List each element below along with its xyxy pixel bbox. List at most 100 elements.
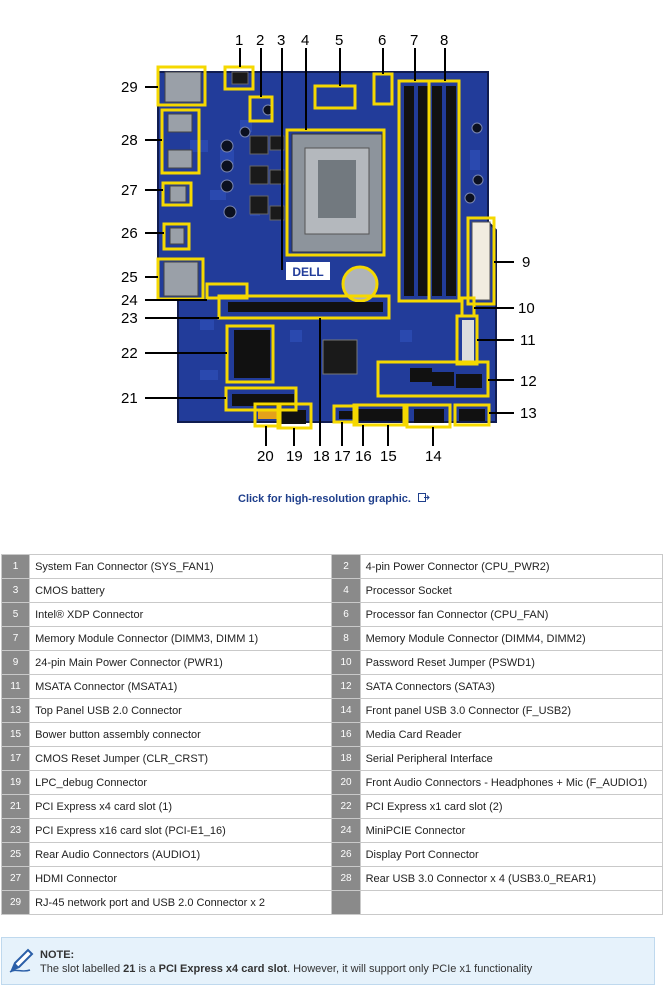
component-description: Memory Module Connector (DIMM4, DIMM2) <box>359 626 664 651</box>
callout-2: 2 <box>256 32 265 49</box>
component-number: 9 <box>0 650 31 675</box>
callout-1: 1 <box>235 32 244 49</box>
component-description: SATA Connectors (SATA3) <box>359 674 664 699</box>
component-number: 27 <box>0 866 31 891</box>
callout-25: 25 <box>121 269 138 286</box>
component-description: PCI Express x1 card slot (2) <box>359 794 664 819</box>
note-slot-type: PCI Express x4 card slot <box>158 963 288 975</box>
callout-8: 8 <box>440 32 449 49</box>
callout-3: 3 <box>277 32 286 49</box>
component-description: PCI Express x16 card slot (PCI-E1_16) <box>29 818 333 843</box>
component-number: 14 <box>331 698 361 723</box>
component-number: 3 <box>0 578 31 603</box>
component-description: Serial Peripheral Interface <box>359 746 664 771</box>
callout-29: 29 <box>121 79 138 96</box>
component-number: 26 <box>331 842 361 867</box>
callout-14: 14 <box>425 448 442 465</box>
callout-11: 11 <box>520 332 536 349</box>
component-number: 16 <box>331 722 361 747</box>
callout-21: 21 <box>121 390 138 407</box>
component-description: Processor Socket <box>359 578 664 603</box>
component-description: 24-pin Main Power Connector (PWR1) <box>29 650 333 675</box>
component-description: 4-pin Power Connector (CPU_PWR2) <box>359 554 664 579</box>
component-description: MiniPCIE Connector <box>359 818 664 843</box>
component-number: 2 <box>331 554 361 579</box>
component-description: Processor fan Connector (CPU_FAN) <box>359 602 664 627</box>
component-number: 20 <box>331 770 361 795</box>
component-description: Bower button assembly connector <box>29 722 333 747</box>
component-number: 10 <box>331 650 361 675</box>
component-description: RJ-45 network port and USB 2.0 Connector… <box>29 890 333 915</box>
callout-17: 17 <box>334 448 351 465</box>
pencil-note-icon <box>8 946 36 974</box>
component-number: 21 <box>0 794 31 819</box>
external-link-icon <box>418 493 430 505</box>
component-number: 22 <box>331 794 361 819</box>
component-number: 1 <box>0 554 31 579</box>
component-description: LPC_debug Connector <box>29 770 333 795</box>
callout-18: 18 <box>313 448 330 465</box>
component-description: Intel® XDP Connector <box>29 602 333 627</box>
component-description: Password Reset Jumper (PSWD1) <box>359 650 664 675</box>
note-text: The slot labelled 21 is a PCI Express x4… <box>40 963 533 975</box>
component-number: 29 <box>0 890 31 915</box>
component-number: 13 <box>0 698 31 723</box>
component-description: Rear USB 3.0 Connector x 4 (USB3.0_REAR1… <box>359 866 664 891</box>
callout-7: 7 <box>410 32 419 49</box>
callout-12: 12 <box>520 373 537 390</box>
callout-5: 5 <box>335 32 344 49</box>
component-number: 11 <box>0 674 31 699</box>
callout-22: 22 <box>121 345 138 362</box>
component-number <box>331 890 361 915</box>
component-number: 5 <box>0 602 31 627</box>
component-description: PCI Express x4 card slot (1) <box>29 794 333 819</box>
component-number: 19 <box>0 770 31 795</box>
component-description: MSATA Connector (MSATA1) <box>29 674 333 699</box>
component-number: 17 <box>0 746 31 771</box>
component-description: Front Audio Connectors - Headphones + Mi… <box>359 770 664 795</box>
component-number: 28 <box>331 866 361 891</box>
callout-24: 24 <box>121 292 138 309</box>
callout-23: 23 <box>121 310 138 327</box>
callout-6: 6 <box>378 32 387 49</box>
component-description: System Fan Connector (SYS_FAN1) <box>29 554 333 579</box>
component-number: 15 <box>0 722 31 747</box>
component-number: 7 <box>0 626 31 651</box>
component-description: Media Card Reader <box>359 722 664 747</box>
callout-10: 10 <box>518 300 535 317</box>
component-description: Front panel USB 3.0 Connector (F_USB2) <box>359 698 664 723</box>
component-description: CMOS Reset Jumper (CLR_CRST) <box>29 746 333 771</box>
component-description: Memory Module Connector (DIMM3, DIMM 1) <box>29 626 333 651</box>
note-slot-number: 21 <box>123 963 136 975</box>
component-number: 25 <box>0 842 31 867</box>
component-description: HDMI Connector <box>29 866 333 891</box>
component-number: 23 <box>0 818 31 843</box>
callout-26: 26 <box>121 225 138 242</box>
callout-4: 4 <box>301 32 310 49</box>
high-resolution-graphic-label: Click for high-resolution graphic. <box>238 493 411 505</box>
component-number: 4 <box>331 578 361 603</box>
callout-20: 20 <box>257 448 274 465</box>
svg-text:DELL: DELL <box>292 265 323 279</box>
component-number: 18 <box>331 746 361 771</box>
high-resolution-graphic-link[interactable]: Click for high-resolution graphic. <box>238 493 430 505</box>
callout-16: 16 <box>355 448 372 465</box>
note-title: NOTE: <box>40 949 75 961</box>
callout-13: 13 <box>520 405 537 422</box>
component-description: Display Port Connector <box>359 842 664 867</box>
motherboard-graphic: DELL <box>145 48 514 446</box>
